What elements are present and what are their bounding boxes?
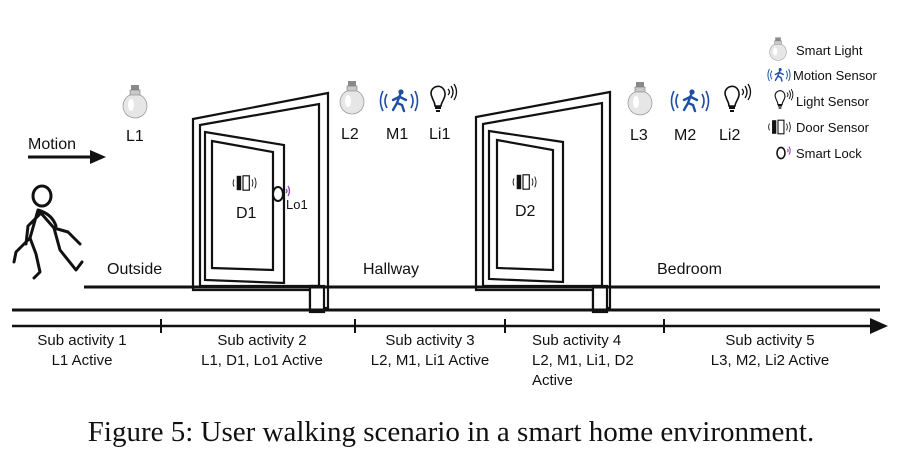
sub-activity-devices: L2, M1, Li1, D2: [532, 352, 634, 369]
sub-activity-title: Sub activity 2: [217, 332, 306, 349]
timeline: [12, 318, 888, 334]
label-li2: Li2: [719, 127, 740, 144]
sub-activity-devices: L2, M1, Li1 Active: [371, 352, 489, 369]
smart-lock-icon: [776, 145, 792, 160]
label-l2: L2: [341, 126, 359, 143]
smart-home-diagram: Smart Light Motion Sensor Light Sensor D…: [12, 37, 888, 389]
sub-activity-5: Sub activity 5 L3, M2, Li2 Active: [711, 332, 829, 369]
walking-person-icon: [12, 184, 84, 280]
sub-activity-devices: L1 Active: [52, 352, 113, 369]
door-sensor-icon: [768, 119, 791, 135]
sub-activity-devices: L3, M2, Li2 Active: [711, 352, 829, 369]
sub-activity-4: Sub activity 4 L2, M1, Li1, D2 Active: [532, 332, 634, 389]
door-icon: [474, 90, 612, 314]
motion-sensor-icon: [767, 67, 791, 82]
motion-arrow: Motion: [28, 136, 106, 164]
sub-activity-3: Sub activity 3 L2, M1, Li1 Active: [371, 332, 489, 369]
legend-motion-sensor: Motion Sensor: [793, 68, 877, 83]
sub-activity-1: Sub activity 1 L1 Active: [37, 332, 126, 369]
light-sensor-icon: [774, 88, 794, 110]
legend-smart-lock: Smart Lock: [796, 146, 862, 161]
label-li1: Li1: [429, 126, 450, 143]
sub-activity-title: Sub activity 1: [37, 332, 126, 349]
area-hallway: Hallway: [363, 261, 419, 278]
label-l1: L1: [126, 128, 144, 145]
motion-label: Motion: [28, 136, 76, 153]
figure-caption: Figure 5: User walking scenario in a sma…: [87, 416, 815, 448]
area-bedroom: Bedroom: [657, 261, 722, 278]
motion-sensor-m1: [379, 88, 419, 113]
label-l3: L3: [630, 127, 648, 144]
smart-light-icon: [769, 37, 787, 61]
label-d2: D2: [515, 203, 536, 220]
sub-activity-devices-cont: Active: [532, 372, 573, 389]
bulb-l2: [339, 80, 365, 115]
legend-smart-light: Smart Light: [796, 43, 863, 58]
door-icon: [191, 91, 330, 314]
legend-light-sensor: Light Sensor: [796, 94, 870, 109]
label-d1: D1: [236, 205, 257, 222]
light-sensor-li2: [724, 83, 752, 113]
sub-activity-title: Sub activity 5: [725, 332, 814, 349]
legend: Smart Light Motion Sensor Light Sensor D…: [767, 37, 877, 161]
label-m1: M1: [386, 126, 408, 143]
area-outside: Outside: [107, 261, 162, 278]
bulb-l3: [627, 81, 653, 116]
legend-door-sensor: Door Sensor: [796, 120, 870, 135]
sub-activity-title: Sub activity 3: [385, 332, 474, 349]
motion-sensor-m2: [670, 88, 710, 113]
sub-activity-title: Sub activity 4: [532, 332, 621, 349]
label-lo1: Lo1: [286, 197, 308, 212]
label-m2: M2: [674, 127, 696, 144]
bulb-l1: [122, 84, 148, 119]
sub-activity-devices: L1, D1, Lo1 Active: [201, 352, 323, 369]
sub-activity-2: Sub activity 2 L1, D1, Lo1 Active: [201, 332, 323, 369]
light-sensor-li1: [430, 83, 458, 113]
